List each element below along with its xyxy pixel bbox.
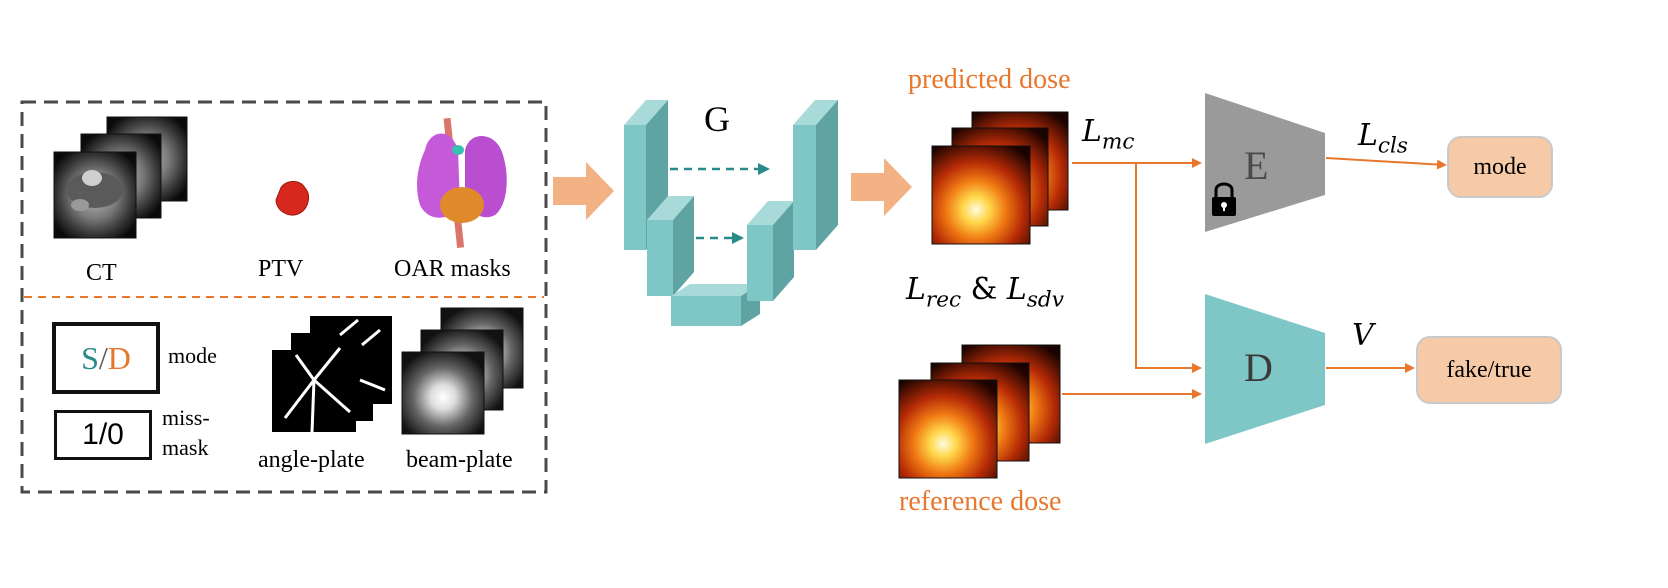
beam-plate-stack [401, 307, 524, 435]
miss-mask-label-line1: miss- [162, 405, 210, 430]
discriminator-block [1205, 294, 1325, 444]
encoder-label: E [1244, 143, 1269, 188]
encoder-block [1205, 93, 1325, 232]
oar-masks-label: OAR masks [394, 256, 511, 282]
loss-mc-label: Lmc [1082, 114, 1135, 155]
mode-indicator-box: S/D [52, 322, 160, 394]
miss-mask-value: 1/0 [82, 418, 124, 451]
predicted-dose-label: predicted dose [908, 64, 1071, 95]
mode-input-label: mode [168, 343, 217, 368]
ptv-label: PTV [258, 256, 304, 282]
oar-masks-illustration [417, 117, 507, 248]
mode-slash-text: / [98, 339, 108, 376]
miss-mask-box: 1/0 [54, 410, 152, 460]
loss-rec-sdv-label: Lrec & Lsdv [906, 272, 1064, 313]
input-to-generator-arrow [553, 162, 614, 220]
ct-image-stack [53, 116, 188, 239]
mode-output-pill: mode [1447, 136, 1553, 198]
miss-mask-label-line2: mask [162, 435, 209, 460]
reference-dose-stack [898, 344, 1061, 479]
input-dashed-box [20, 100, 548, 494]
lock-icon [1212, 182, 1236, 216]
discriminator-label: D [1244, 345, 1273, 390]
v-label: V [1352, 318, 1374, 353]
angle-plate-stack [272, 316, 392, 433]
angle-plate-label: angle-plate [258, 447, 365, 473]
beam-plate-label: beam-plate [406, 447, 513, 473]
mode-s-text: S [81, 339, 99, 376]
mode-d-text: D [107, 339, 131, 376]
mode-output-label: mode [1473, 153, 1527, 180]
connector-lines [1062, 157, 1447, 399]
reference-dose-label: reference dose [899, 486, 1062, 517]
fake-true-output-label: fake/true [1446, 356, 1532, 383]
predicted-dose-stack [931, 111, 1069, 245]
generator-unet [624, 100, 838, 326]
loss-cls-label: Lcls [1358, 118, 1409, 159]
ct-label: CT [86, 260, 117, 286]
fake-true-output-pill: fake/true [1416, 336, 1562, 404]
generator-label: G [704, 99, 730, 139]
ptv-blob [275, 181, 309, 216]
generator-to-dose-arrow [851, 158, 912, 216]
